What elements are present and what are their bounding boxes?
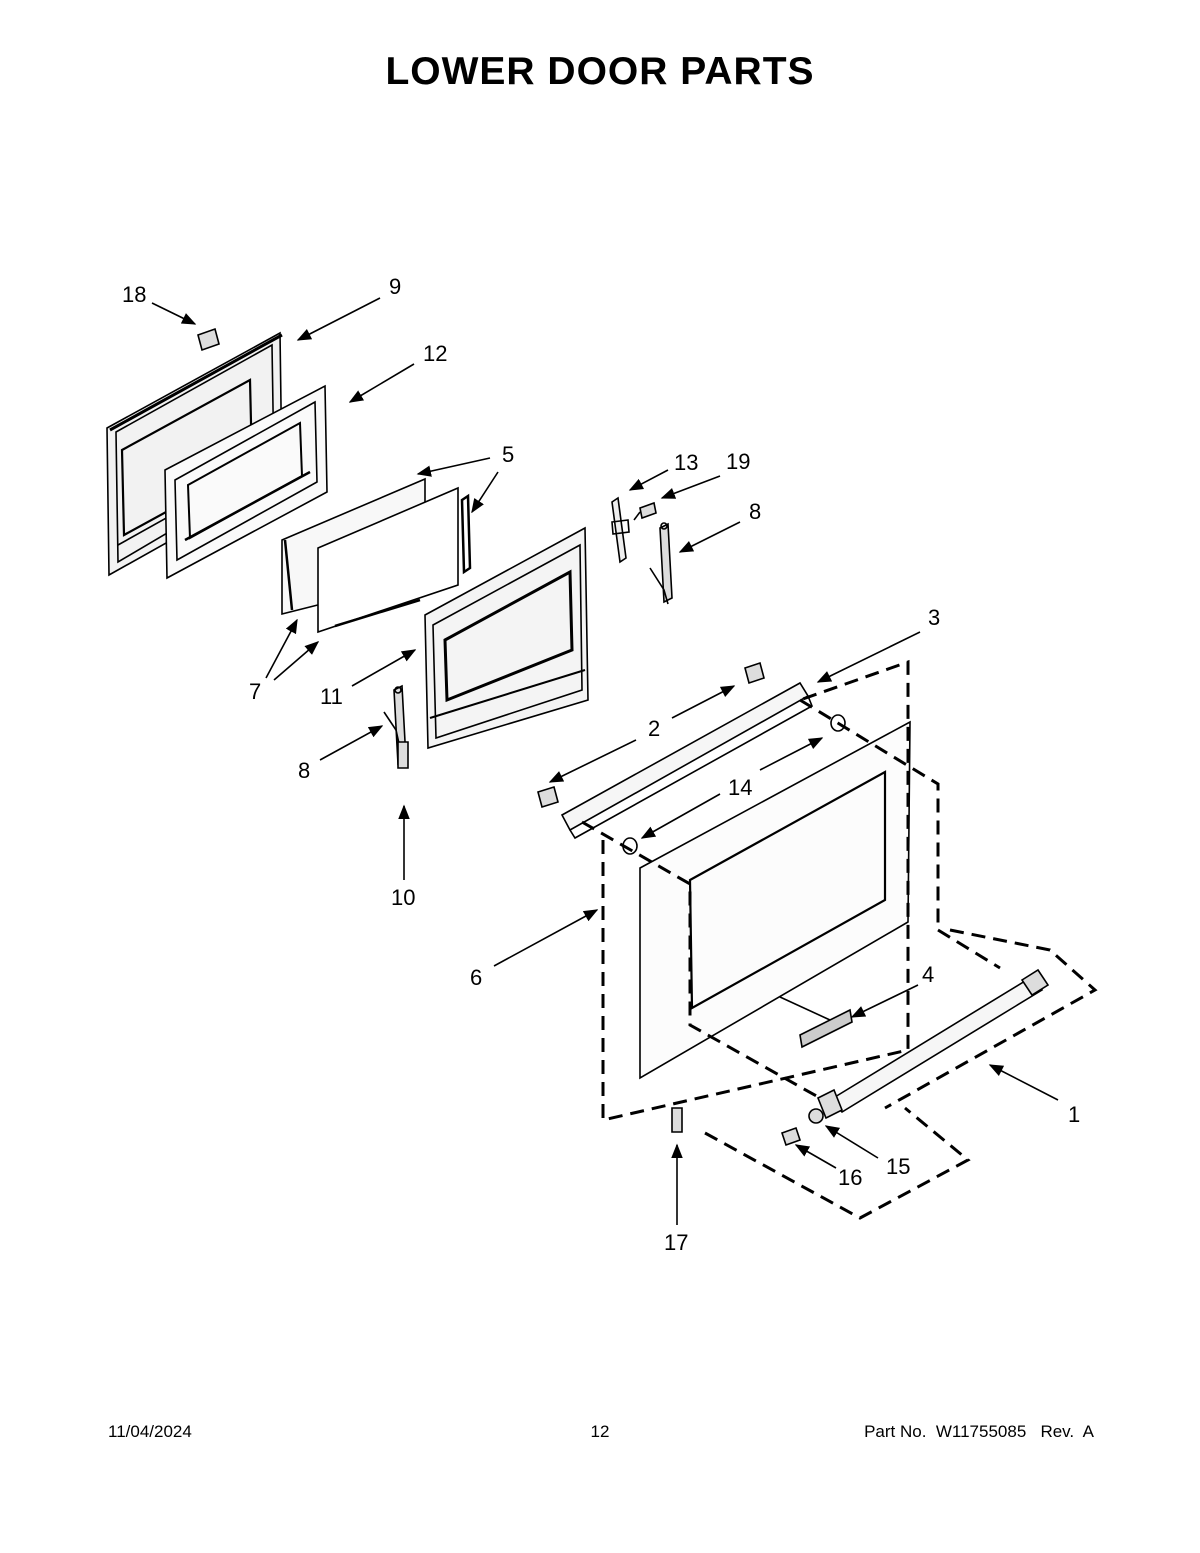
- callout-8-right: 8: [749, 499, 761, 524]
- leader-2b: [671, 685, 736, 719]
- leader-7b: [273, 641, 320, 681]
- leader-19: [660, 475, 721, 499]
- callout-3: 3: [928, 605, 940, 630]
- leader-12: [348, 363, 415, 403]
- callout-6: 6: [470, 965, 482, 990]
- part-1-handle: [816, 968, 1050, 1120]
- callout-5: 5: [502, 442, 514, 467]
- part-12-door-frame: [164, 384, 328, 580]
- part-16-screw: [780, 1126, 802, 1147]
- footer-part-number: Part No. W11755085 Rev. A: [864, 1422, 1094, 1441]
- dashed-group-handle: [704, 928, 1098, 1220]
- leader-14b: [759, 737, 824, 771]
- callout-17: 17: [664, 1230, 688, 1255]
- part-19-screw: [633, 501, 657, 521]
- callout-10: 10: [391, 885, 415, 910]
- callout-18: 18: [122, 282, 146, 307]
- leader-16: [794, 1144, 837, 1169]
- leader-7a: [265, 618, 298, 679]
- part-13-bracket: [611, 496, 630, 564]
- part-7-inner-glass: [281, 477, 459, 634]
- leader-3: [816, 631, 921, 683]
- leader-1: [988, 1064, 1059, 1101]
- callout-9: 9: [389, 274, 401, 299]
- callout-14: 14: [728, 775, 752, 800]
- callout-1: 1: [1068, 1102, 1080, 1127]
- leader-13: [628, 469, 669, 491]
- leader-9: [296, 297, 381, 341]
- leader-8-left: [319, 725, 384, 761]
- part-6-outer-glass: [639, 720, 911, 1080]
- leader-11: [351, 649, 417, 687]
- leader-15: [824, 1125, 879, 1159]
- leader-8-right: [678, 521, 741, 553]
- part-5-glass-bracket: [334, 493, 472, 628]
- leader-6: [493, 909, 599, 967]
- part-15-spacer: [808, 1108, 824, 1124]
- part-17-screw: [671, 1107, 683, 1133]
- callout-11: 11: [320, 684, 343, 709]
- leader-14a: [640, 793, 721, 839]
- part-18-screw: [197, 327, 220, 352]
- callout-4: 4: [922, 962, 934, 987]
- callout-15: 15: [886, 1154, 910, 1179]
- part-4-badge: [799, 1008, 853, 1049]
- callout-13: 13: [674, 450, 698, 475]
- callout-16: 16: [838, 1165, 862, 1190]
- dashed-connectors: [581, 698, 940, 1100]
- leader-5a: [416, 457, 491, 477]
- page-title: LOWER DOOR PARTS: [385, 50, 815, 93]
- callout-12: 12: [423, 341, 447, 366]
- leader-2a: [548, 739, 637, 783]
- leader-18: [151, 302, 197, 325]
- footer-date: 11/04/2024: [108, 1422, 192, 1441]
- leader-5b: [471, 471, 499, 514]
- part-10-screw: [397, 741, 409, 769]
- callout-19: 19: [726, 449, 750, 474]
- part-8-hinge-right: [649, 522, 673, 605]
- callout-7: 7: [249, 679, 261, 704]
- footer-page-number: 12: [590, 1422, 610, 1441]
- callout-8-left: 8: [298, 758, 310, 783]
- part-11-door-panel: [424, 526, 589, 750]
- dashed-group-door-assembly: [601, 659, 910, 1122]
- leader-4: [850, 984, 919, 1018]
- callout-2: 2: [648, 716, 660, 741]
